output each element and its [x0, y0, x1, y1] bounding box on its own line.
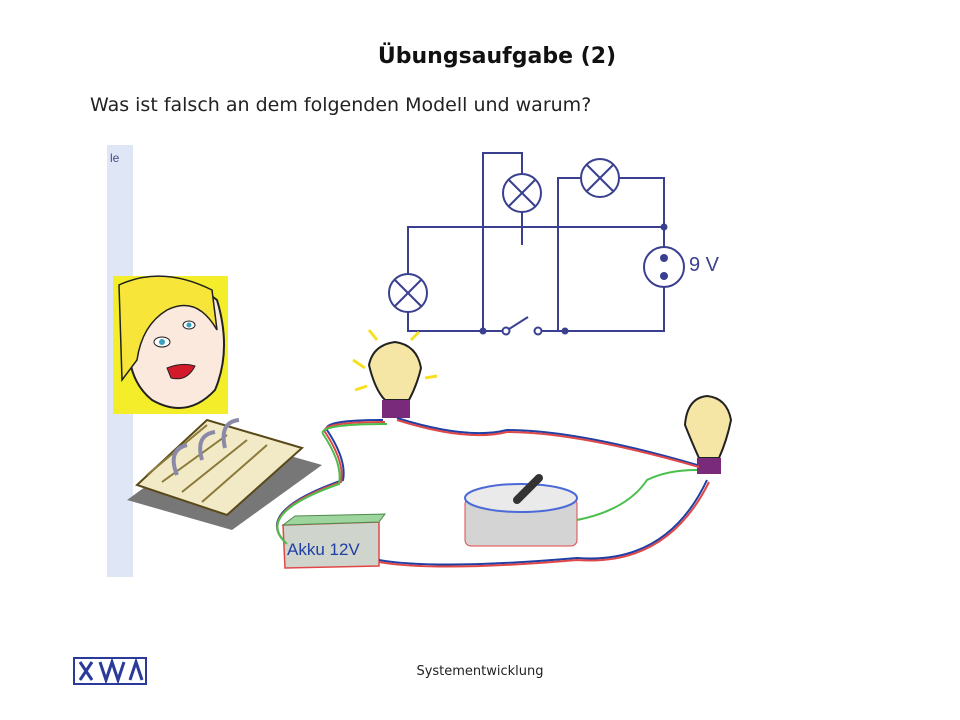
- lamp-symbol-3: [388, 273, 428, 313]
- schematic-wire-lamp1: [482, 152, 523, 331]
- junction-dot: [660, 223, 668, 231]
- logo-mark: [73, 657, 147, 685]
- schematic-wire-lamp2-right: [618, 177, 665, 227]
- slide-title: Übungsaufgabe (2): [377, 44, 617, 69]
- lamp-symbol-1: [502, 173, 542, 213]
- sidebar-fragment: le: [110, 151, 120, 165]
- bulb-illustration-right: [683, 394, 733, 474]
- junction-dot: [479, 327, 487, 335]
- voltage-label: 9 V: [689, 254, 720, 276]
- bulb-illustration-left: [352, 329, 438, 418]
- voltage-source-symbol: [643, 246, 685, 288]
- notebook-illustration: [127, 418, 322, 530]
- switch-contact-left: [501, 326, 511, 336]
- battery-label: Akku 12V: [287, 540, 360, 559]
- lamp-symbol-2: [580, 158, 620, 198]
- circuit-illustration: Akku 12V: [113, 275, 733, 569]
- switch-illustration: [464, 474, 578, 547]
- woman-face-illustration: [113, 275, 228, 414]
- footer-text: Systementwicklung: [416, 664, 544, 679]
- circuit-schematic: 9 V: [388, 152, 720, 336]
- schematic-wire-outer: [407, 226, 665, 332]
- battery-illustration: Akku 12V: [281, 513, 387, 569]
- schematic-wire-lamp2-left: [557, 177, 582, 331]
- junction-dot: [561, 327, 569, 335]
- slide-question: Was ist falsch an dem folgenden Modell u…: [90, 94, 592, 116]
- switch-contact-right: [533, 326, 543, 336]
